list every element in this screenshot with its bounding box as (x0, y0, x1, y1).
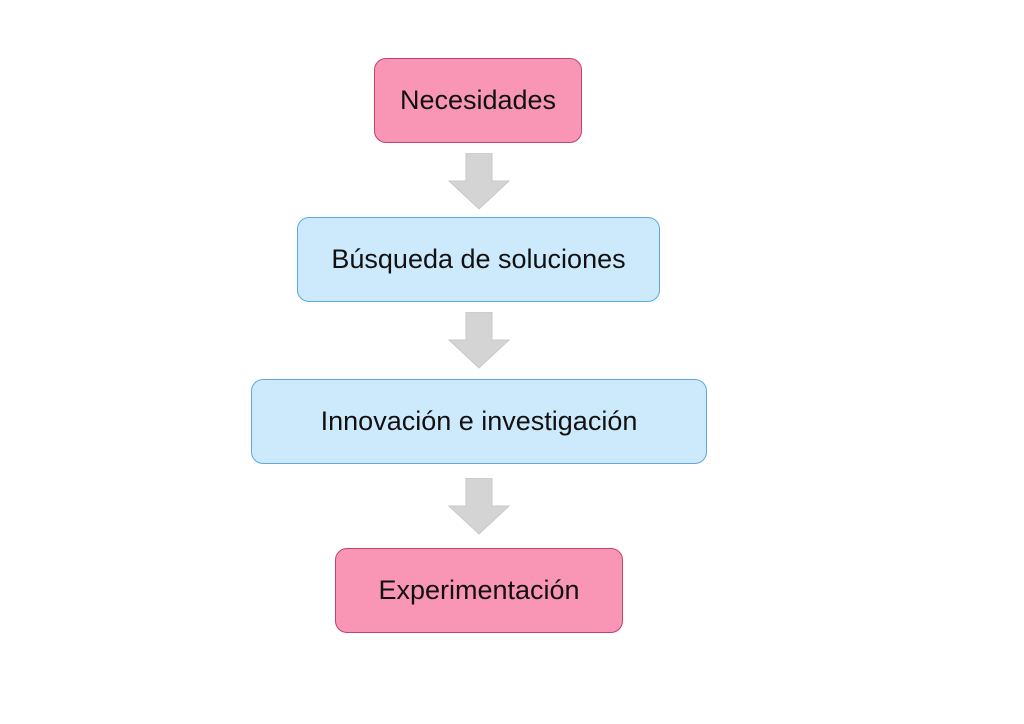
node-experimentacion: Experimentación (335, 548, 623, 633)
down-arrow-icon (447, 312, 511, 369)
node-label: Innovación e investigación (320, 406, 638, 436)
node-busqueda-de-soluciones: Búsqueda de soluciones (297, 217, 660, 302)
down-arrow-icon (447, 478, 511, 535)
node-necesidades: Necesidades (374, 58, 582, 143)
node-innovacion-e-investigacion: Innovación e investigación (251, 379, 707, 464)
node-label: Experimentación (378, 575, 580, 605)
down-arrow-icon (447, 153, 511, 210)
node-label: Necesidades (399, 85, 557, 115)
node-label: Búsqueda de soluciones (331, 244, 626, 274)
